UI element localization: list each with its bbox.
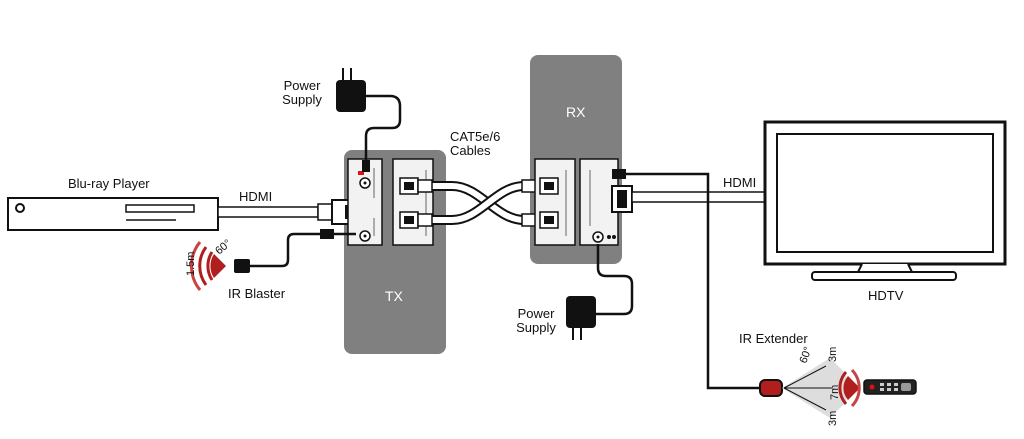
hdtv-label: HDTV	[868, 288, 904, 303]
power-supply-bottom-line2: Supply	[516, 320, 556, 335]
rx-rj45-panel	[534, 158, 576, 246]
remote-control-icon	[863, 379, 917, 395]
ir-blaster-signal	[190, 241, 226, 291]
power-supply-label-top: Power Supply	[278, 79, 326, 107]
ir-extender-label: IR Extender	[739, 331, 808, 346]
power-supply-adapter-top	[336, 68, 402, 172]
ir-extender-receiver	[759, 358, 846, 418]
tx-rj45-panel	[392, 158, 434, 246]
ir-extender-range-top: 3m	[827, 347, 839, 362]
rx-label: RX	[566, 104, 586, 120]
power-supply-label-bottom: Power Supply	[512, 307, 560, 335]
ir-extender-cable	[612, 169, 760, 390]
ir-extender-signal	[838, 368, 861, 408]
ir-blaster-angle: 60°	[213, 237, 233, 257]
hdmi-label-left: HDMI	[239, 189, 273, 204]
power-supply-adapter-bottom	[566, 244, 634, 340]
hdtv	[763, 120, 1007, 281]
ir-blaster-cable	[234, 229, 356, 273]
hdmi-label-right: HDMI	[723, 175, 757, 190]
power-supply-top-line1: Power	[283, 78, 321, 93]
cat-cables-line1: CAT5e/6	[450, 129, 501, 144]
ir-extender-range-mid: 7m	[829, 385, 841, 400]
ir-blaster-range: 1.5m	[185, 252, 197, 276]
cat-cables-line2: Cables	[450, 143, 491, 158]
hdmi-cable-output	[611, 185, 769, 213]
power-supply-bottom-line1: Power	[517, 306, 555, 321]
tx-label: TX	[385, 288, 403, 304]
ir-extender-range-bottom: 3m	[827, 411, 839, 426]
ir-blaster-label: IR Blaster	[228, 286, 286, 301]
ir-extender-angle: 60°	[798, 345, 815, 365]
bluray-player	[7, 197, 219, 231]
cat-cables-label: CAT5e/6 Cables	[450, 130, 500, 158]
bluray-label: Blu-ray Player	[68, 176, 150, 191]
cat-cables	[417, 179, 537, 227]
power-supply-top-line2: Supply	[282, 92, 322, 107]
